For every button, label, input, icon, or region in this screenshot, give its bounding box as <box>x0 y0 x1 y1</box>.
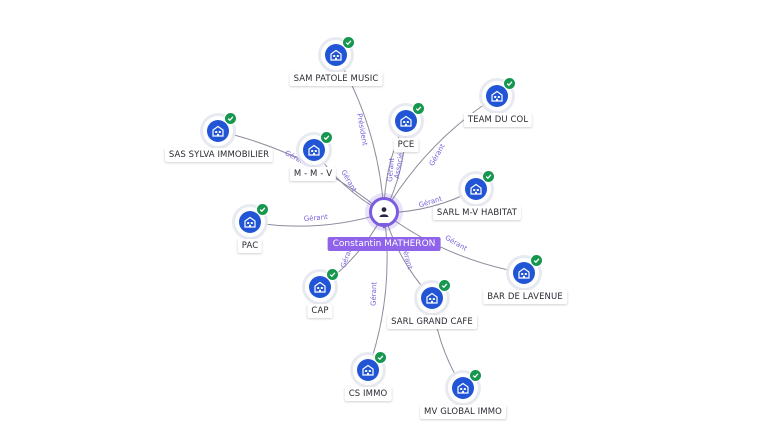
company-label-sarl-m-v-habitat[interactable]: SARL M-V HABITAT <box>432 206 522 220</box>
company-label-sam-patole-music[interactable]: SAM PATOLE MUSIC <box>289 72 383 86</box>
verified-check-icon <box>482 170 495 183</box>
company-label-sas-sylva-immobilier[interactable]: SAS SYLVA IMMOBILIER <box>164 148 274 162</box>
company-node-pac[interactable] <box>235 203 269 237</box>
company-label-pac[interactable]: PAC <box>237 239 263 253</box>
company-label-cs-immo[interactable]: CS IMMO <box>344 387 392 401</box>
company-label-sarl-grand-cafe[interactable]: SARL GRAND CAFE <box>387 315 477 329</box>
company-label-team-du-col[interactable]: TEAM DU COL <box>463 113 533 127</box>
company-node-sam-patole-music[interactable] <box>321 36 355 70</box>
company-label-cap[interactable]: CAP <box>307 304 333 318</box>
edge-label: Associé <box>393 152 405 179</box>
edge-label: Gérant <box>386 157 396 182</box>
building-icon <box>395 110 417 132</box>
verified-check-icon <box>320 131 333 144</box>
building-icon <box>239 211 261 233</box>
company-label-bar-de-lavenue[interactable]: BAR DE LAVENUE <box>483 290 567 304</box>
company-node-pce[interactable] <box>391 102 425 136</box>
company-node-bar-de-lavenue[interactable] <box>509 254 543 288</box>
building-icon <box>309 276 331 298</box>
verified-check-icon <box>469 369 482 382</box>
company-label-m-m-v[interactable]: M - M - V <box>289 167 337 181</box>
edge-to-cs-immo <box>367 212 388 371</box>
edge-to-team-du-col <box>383 95 498 214</box>
verified-check-icon <box>374 351 387 364</box>
company-node-cs-immo[interactable] <box>353 351 387 385</box>
center-pin <box>380 223 388 229</box>
verified-check-icon <box>256 203 269 216</box>
company-label-pce[interactable]: PCE <box>393 138 419 152</box>
edge-label: Président <box>355 113 369 147</box>
building-icon <box>357 359 379 381</box>
verified-check-icon <box>438 279 451 292</box>
verified-check-icon <box>530 254 543 267</box>
verified-check-icon <box>342 36 355 49</box>
company-node-cap[interactable] <box>305 268 339 302</box>
building-icon <box>465 178 487 200</box>
company-node-team-du-col[interactable] <box>482 77 516 111</box>
company-node-m-m-v[interactable] <box>299 131 333 165</box>
building-icon <box>421 287 443 309</box>
edge-label: Gérant <box>370 282 379 307</box>
verified-check-icon <box>503 77 516 90</box>
company-node-sarl-m-v-habitat[interactable] <box>461 170 495 204</box>
edge-label: Gérant <box>428 142 447 167</box>
building-icon <box>486 85 508 107</box>
building-icon <box>325 44 347 66</box>
building-icon <box>452 377 474 399</box>
company-node-sarl-grand-cafe[interactable] <box>417 279 451 313</box>
verified-check-icon <box>224 112 237 125</box>
company-node-sas-sylva-immobilier[interactable] <box>203 112 237 146</box>
person-icon <box>379 207 389 217</box>
building-icon <box>513 262 535 284</box>
company-node-mv-global-immo[interactable] <box>448 369 482 403</box>
verified-check-icon <box>326 268 339 281</box>
company-label-mv-global-immo[interactable]: MV GLOBAL IMMO <box>420 405 506 419</box>
edge-to-bar-de-lavenue <box>383 212 525 274</box>
verified-check-icon <box>412 102 425 115</box>
building-icon <box>207 120 229 142</box>
edge-label: Gérant <box>303 213 328 223</box>
center-person-label[interactable]: Constantin MATHERON <box>327 237 441 251</box>
building-icon <box>303 139 325 161</box>
center-person-node[interactable] <box>369 197 399 227</box>
edge-label: Gérant <box>339 169 358 194</box>
